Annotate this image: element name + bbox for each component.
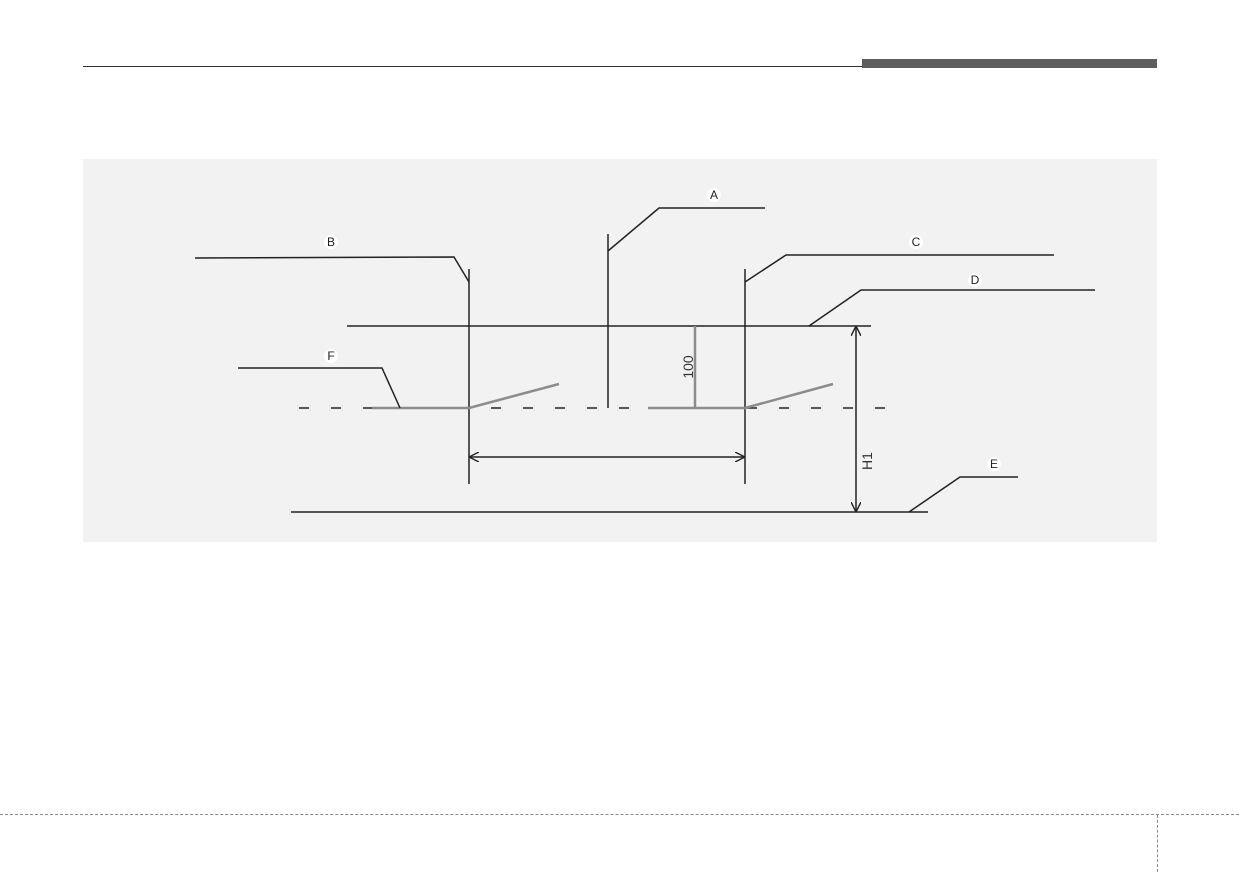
callout-b-badge: [324, 235, 338, 249]
leader-line-a: [607, 207, 765, 252]
callout-c-label: C: [912, 235, 921, 249]
leader-line-b: [194, 256, 470, 283]
header-section-tab: [862, 59, 1157, 68]
diagram-svg: A B C D E F 100 H1: [194, 188, 1095, 513]
leader-line-c: [744, 254, 1054, 283]
callout-f-badge: [324, 349, 338, 363]
left-beam-pattern: [372, 382, 560, 410]
callout-c-badge: [909, 235, 923, 249]
callout-b-label: B: [327, 235, 335, 249]
diagram-panel: A B C D E F 100 H1: [83, 159, 1157, 542]
header-rule: [83, 66, 1157, 67]
callout-f-label: F: [327, 349, 334, 363]
height-dimension-label: H1: [859, 452, 875, 470]
callout-d-badge: [968, 273, 982, 287]
footer-dashed-tick: [1157, 815, 1158, 872]
offset-dimension-label: 100: [680, 355, 696, 379]
footer-dashed-rule: [0, 814, 1239, 815]
callout-e-label: E: [990, 457, 998, 471]
leader-line-d: [808, 289, 1095, 327]
right-beam-pattern: [648, 382, 834, 410]
callout-d-label: D: [971, 273, 980, 287]
callout-a-badge: [707, 188, 721, 202]
leader-line-e: [908, 476, 1018, 513]
leader-line-f: [238, 367, 401, 409]
callout-e-badge: [987, 457, 1001, 471]
callout-a-label: A: [710, 188, 718, 202]
